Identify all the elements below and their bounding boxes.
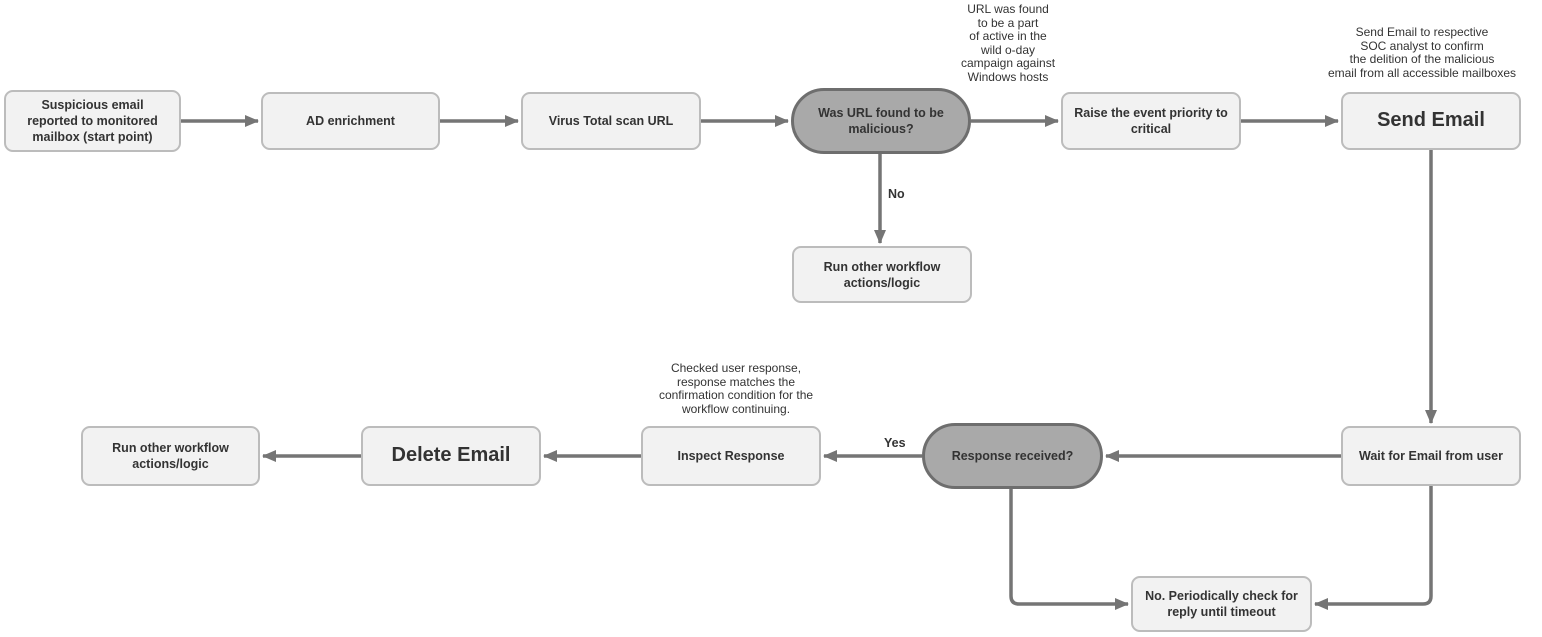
node-label: Delete Email bbox=[391, 444, 511, 467]
node-inspect-response[interactable]: Inspect Response bbox=[641, 426, 821, 486]
annotation-send-email-note: Send Email to respective SOC analyst to … bbox=[1327, 25, 1517, 80]
node-label: Wait for Email from user bbox=[1358, 449, 1503, 463]
connector-response-to-periodic bbox=[1009, 489, 1129, 610]
node-start[interactable]: Suspicious email reported to monitored m… bbox=[4, 90, 181, 152]
edge-label-no: No bbox=[888, 187, 905, 201]
decision-response-received[interactable]: Response received? bbox=[922, 423, 1103, 489]
node-ad-enrichment[interactable]: AD enrichment bbox=[261, 92, 440, 150]
node-label: Raise the event priority to critical bbox=[1074, 106, 1228, 136]
node-periodic-check[interactable]: No. Periodically check for reply until t… bbox=[1131, 576, 1312, 632]
decision-url-malicious[interactable]: Was URL found to be malicious? bbox=[791, 88, 971, 154]
node-raise-priority[interactable]: Raise the event priority to critical bbox=[1061, 92, 1241, 150]
node-wait-for-email[interactable]: Wait for Email from user bbox=[1341, 426, 1521, 486]
node-label: Suspicious email reported to monitored m… bbox=[27, 98, 158, 144]
node-send-email[interactable]: Send Email bbox=[1341, 92, 1521, 150]
node-label: Run other workflow actions/logic bbox=[823, 259, 941, 290]
edge-label-yes: Yes bbox=[884, 436, 906, 450]
node-label: AD enrichment bbox=[306, 114, 395, 128]
node-label: Was URL found to be malicious? bbox=[818, 106, 944, 136]
node-label: Virus Total scan URL bbox=[548, 114, 674, 128]
node-delete-email[interactable]: Delete Email bbox=[361, 426, 541, 486]
node-label: Run other workflow actions/logic bbox=[112, 441, 229, 471]
node-run-other-workflow-top[interactable]: Run other workflow actions/logic bbox=[792, 246, 972, 303]
connector-wait-to-periodic bbox=[1314, 486, 1433, 610]
node-label: Inspect Response bbox=[677, 449, 785, 463]
node-label: Send Email bbox=[1377, 109, 1485, 132]
node-label: No. Periodically check for reply until t… bbox=[1145, 589, 1298, 619]
annotation-inspect-response-note: Checked user response, response matches … bbox=[658, 361, 814, 416]
node-label: Response received? bbox=[951, 449, 1074, 463]
annotation-zero-day-note: URL was found to be a part of active in … bbox=[960, 2, 1056, 84]
node-run-other-workflow-bottom[interactable]: Run other workflow actions/logic bbox=[81, 426, 260, 486]
node-virus-total-scan[interactable]: Virus Total scan URL bbox=[521, 92, 701, 150]
